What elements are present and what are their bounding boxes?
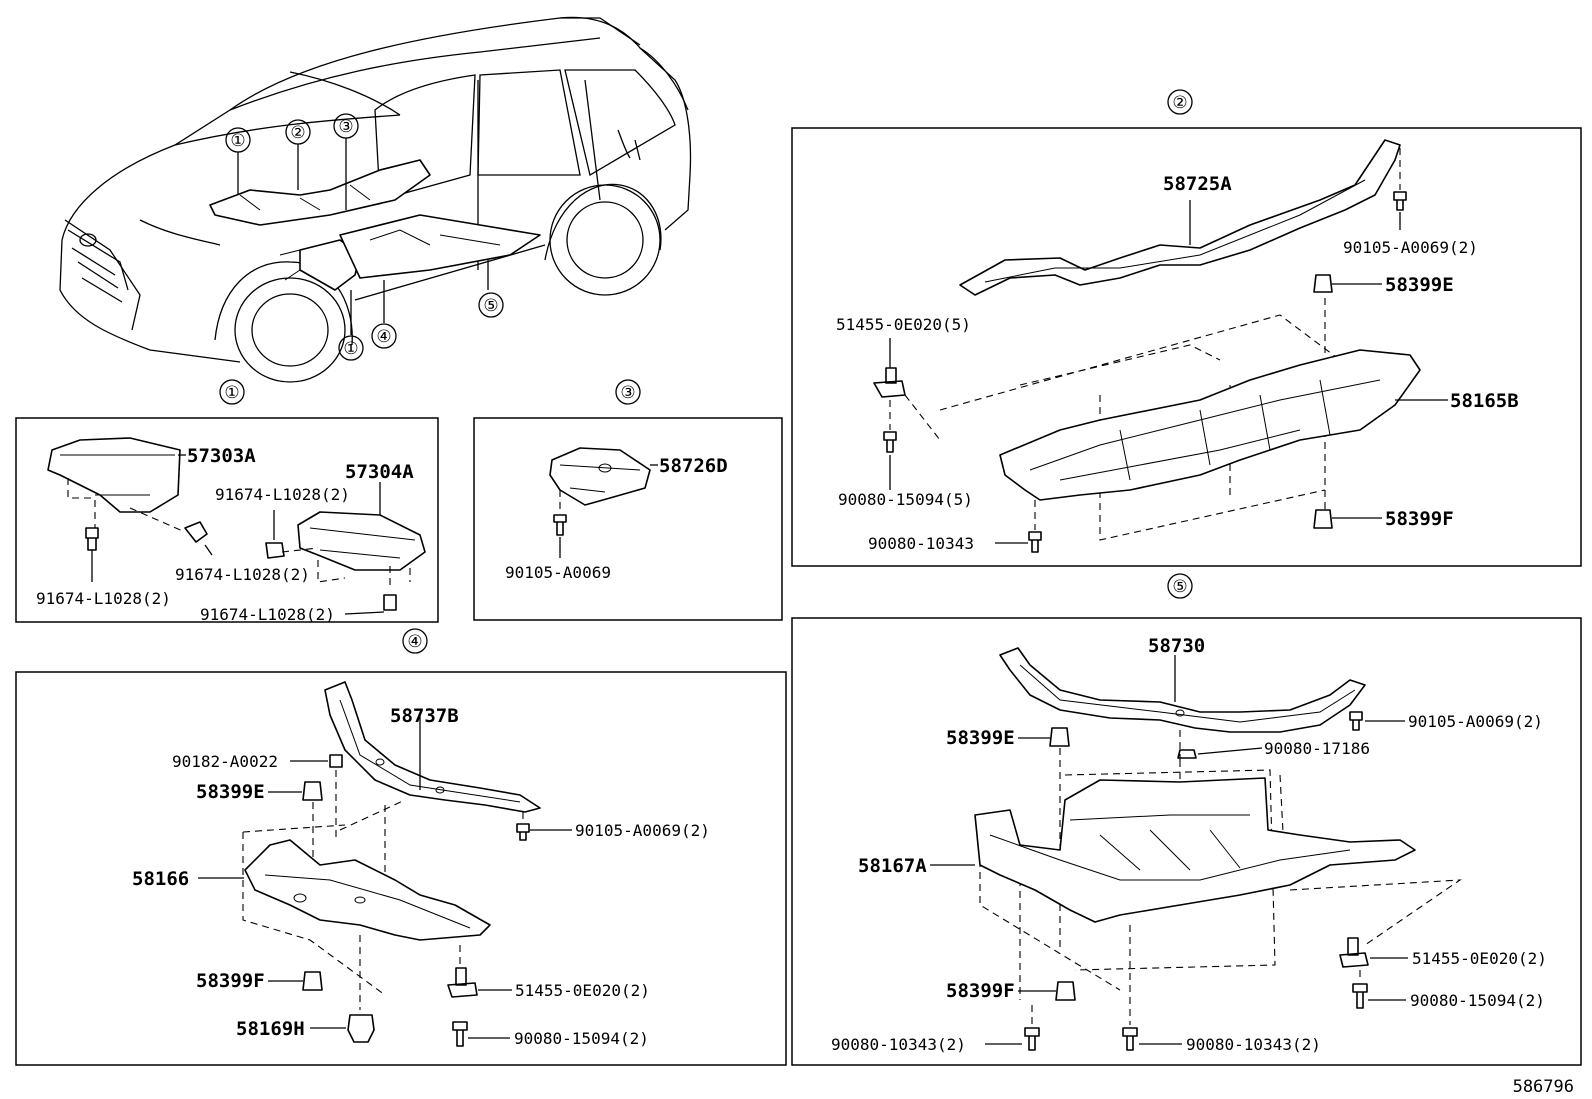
part-58167A: 58167A	[858, 855, 927, 877]
part-58169H: 58169H	[236, 1018, 305, 1040]
panel-5: 58730 58399E 90105-A0069(2) 90080-17186 …	[791, 617, 1582, 1066]
bolt-90105-A0069-2-p4: 90105-A0069(2)	[575, 821, 710, 840]
bolt-90080-10343-2-a: 90080-10343(2)	[831, 1035, 966, 1054]
clip-51455-0E020-2-p4: 51455-0E020(2)	[515, 981, 650, 1000]
part-58399F-p5: 58399F	[946, 980, 1015, 1002]
diagram-id: 586796	[1513, 1077, 1574, 1097]
car-callout-3: ③	[338, 117, 353, 137]
clip-91674-L1028-1: 91674-L1028(2)	[36, 589, 171, 608]
part-58399E-p5: 58399E	[946, 727, 1015, 749]
car-callout-5: ⑤	[483, 296, 498, 316]
part-58399F-p2: 58399F	[1385, 508, 1454, 530]
bolt-90080-15094-2-p5: 90080-15094(2)	[1410, 991, 1545, 1010]
clip-51455-0E020-5: 51455-0E020(5)	[836, 315, 971, 334]
part-57303A: 57303A	[187, 445, 256, 467]
bolt-90080-15094-2-p4: 90080-15094(2)	[514, 1029, 649, 1048]
part-58166: 58166	[132, 868, 189, 890]
bolt-90105-A0069: 90105-A0069	[505, 563, 611, 582]
part-58725A: 58725A	[1163, 173, 1232, 195]
panel-3: 58726D 90105-A0069	[473, 417, 783, 621]
panel-1: 57303A 91674-L1028(2) 91674-L1028(2) 573…	[15, 417, 439, 624]
clip-90182-A0022: 90182-A0022	[172, 752, 278, 771]
part-58399E-p2: 58399E	[1385, 274, 1454, 296]
section-marker-1: ①	[224, 383, 239, 403]
bolt-90105-A0069-2-p5: 90105-A0069(2)	[1408, 712, 1543, 731]
part-58726D: 58726D	[659, 455, 728, 477]
panel-4: 58737B 90182-A0022 58399E 90105-A0069(2)…	[15, 671, 787, 1066]
section-marker-3: ③	[620, 383, 635, 403]
clip-91674-L1028-4: 91674-L1028(2)	[200, 605, 335, 624]
section-marker-5: ⑤	[1172, 577, 1187, 597]
part-58730: 58730	[1148, 635, 1205, 657]
vehicle-illustration	[59, 16, 692, 383]
bolt-90080-15094-5: 90080-15094(5)	[838, 490, 973, 509]
clip-90080-17186: 90080-17186	[1264, 739, 1370, 758]
part-58399F-p4: 58399F	[196, 970, 265, 992]
part-58737B: 58737B	[390, 705, 459, 727]
part-57304A: 57304A	[345, 461, 414, 483]
bolt-90080-10343-2-b: 90080-10343(2)	[1186, 1035, 1321, 1054]
clip-91674-L1028-2: 91674-L1028(2)	[175, 565, 310, 584]
car-callout-4: ④	[376, 327, 391, 347]
section-marker-4: ④	[407, 632, 422, 652]
panel-2: 58725A 90105-A0069(2) 58399E 51455-0E020…	[791, 127, 1582, 567]
car-callout-1b: ①	[343, 339, 358, 359]
section-markers: ① ② ③ ④ ⑤	[219, 89, 1193, 654]
part-58399E-p4: 58399E	[196, 781, 265, 803]
car-callouts: ① ② ③ ① ④ ⑤	[225, 113, 504, 361]
clip-91674-L1028-3: 91674-L1028(2)	[215, 485, 350, 504]
part-58165B: 58165B	[1450, 390, 1519, 412]
clip-51455-0E020-2-p5: 51455-0E020(2)	[1412, 949, 1547, 968]
car-callout-1: ①	[230, 131, 245, 151]
car-callout-2: ②	[290, 123, 305, 143]
bolt-90105-A0069-2: 90105-A0069(2)	[1343, 238, 1478, 257]
section-marker-2: ②	[1172, 93, 1187, 113]
bolt-90080-10343: 90080-10343	[868, 534, 974, 553]
